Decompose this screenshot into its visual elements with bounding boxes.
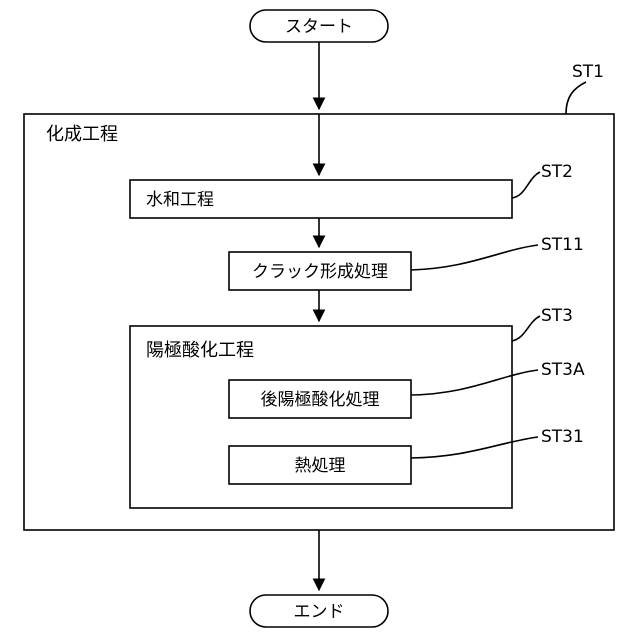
post-anodize-label: 後陽極酸化処理 bbox=[261, 390, 380, 410]
st1-ref: ST1 bbox=[572, 62, 604, 82]
st31-ref: ST31 bbox=[541, 427, 584, 447]
crack-label: クラック形成処理 bbox=[252, 262, 388, 282]
st2-ref: ST2 bbox=[541, 162, 573, 182]
st3-ref: ST3 bbox=[541, 306, 573, 326]
st1-leader bbox=[566, 82, 586, 114]
suiwa-label: 水和工程 bbox=[146, 190, 214, 210]
end-label: エンド bbox=[294, 602, 345, 622]
st3a-ref: ST3A bbox=[541, 360, 585, 380]
kasei-title: 化成工程 bbox=[46, 124, 118, 145]
anodize-title: 陽極酸化工程 bbox=[146, 340, 254, 361]
heat-label: 熱処理 bbox=[295, 456, 346, 476]
start-label: スタート bbox=[285, 17, 353, 37]
st11-ref: ST11 bbox=[541, 235, 584, 255]
